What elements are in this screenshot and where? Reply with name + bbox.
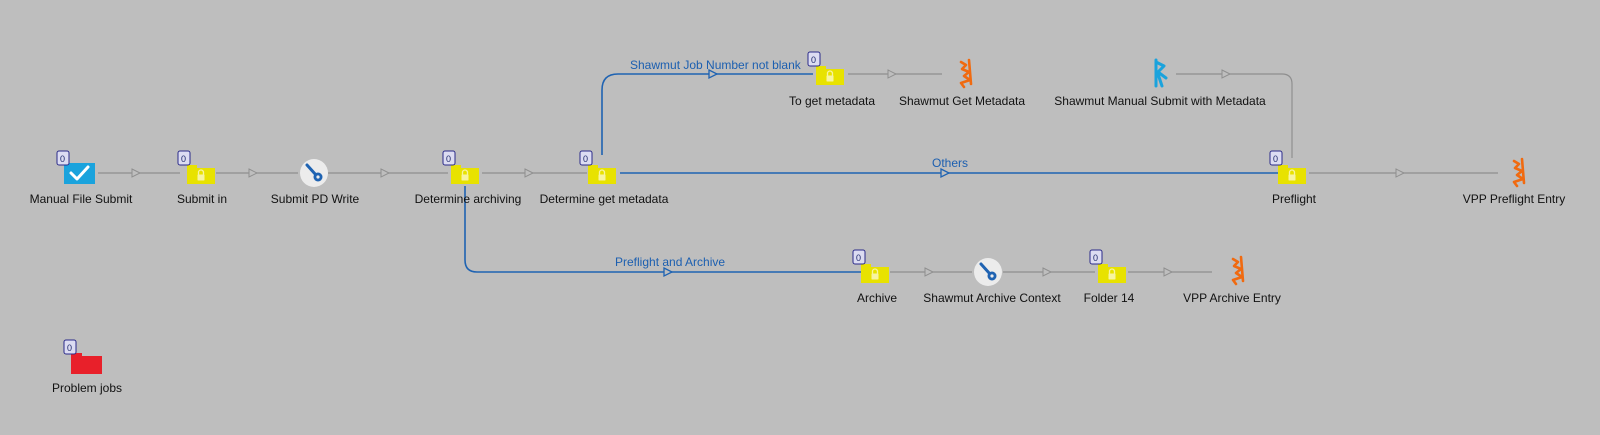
count-badge: 0 [1269,150,1283,166]
svg-text:0: 0 [811,55,816,65]
connection-pd-write-to-determine-archiving[interactable] [328,168,448,178]
orange-app-icon [1231,255,1245,286]
locked-folder-icon [186,164,216,185]
locked-folder-icon [815,65,845,86]
connection-job-number-not-blank[interactable]: Shawmut Job Number not blank [601,58,813,155]
node-label: Manual File Submit [30,192,133,206]
connection-label-preflight-archive: Preflight and Archive [615,255,725,269]
count-badge: 0 [579,150,593,166]
script-config-icon [972,256,1004,288]
svg-text:0: 0 [1273,154,1278,164]
node-folder-14[interactable]: 0 Folder 14 [1084,249,1135,305]
svg-text:0: 0 [60,154,65,164]
node-label: Shawmut Archive Context [923,291,1061,305]
script-config-icon [298,157,330,189]
node-vpp-preflight-entry[interactable]: VPP Preflight Entry [1463,157,1566,206]
count-badge: 0 [1089,249,1103,265]
node-preflight[interactable]: 0 Preflight [1269,150,1317,206]
node-label: Submit in [177,192,227,206]
node-label: Shawmut Manual Submit with Metadata [1054,94,1266,108]
node-label: Determine get metadata [540,192,669,206]
count-badge: 0 [177,150,191,166]
svg-text:0: 0 [181,154,186,164]
connection-archive-to-context[interactable] [890,267,972,277]
problem-folder-icon [71,353,102,374]
node-archive[interactable]: 0 Archive [852,249,897,305]
svg-text:0: 0 [446,154,451,164]
node-label: Archive [857,291,897,305]
connection-archiving-to-get-metadata[interactable] [482,168,587,178]
connection-to-get-metadata-to-shawmut[interactable] [848,69,942,79]
svg-text:0: 0 [856,253,861,263]
connection-preflight-and-archive[interactable]: Preflight and Archive [464,186,862,277]
locked-folder-icon [1097,263,1127,284]
connection-context-to-folder14[interactable] [1003,267,1095,277]
node-label: Problem jobs [52,381,122,395]
blue-app-icon [1154,58,1168,88]
connection-preflight-to-vpp[interactable] [1309,168,1498,178]
locked-folder-icon [587,164,617,185]
node-determine-get-metadata[interactable]: 0 Determine get metadata [540,150,669,206]
node-submit-in[interactable]: 0 Submit in [177,150,227,206]
svg-text:0: 0 [67,343,72,353]
count-badge: 0 [63,339,77,355]
orange-app-icon [1512,157,1526,188]
svg-text:0: 0 [1093,253,1098,263]
connection-label-others: Others [932,156,968,170]
locked-folder-icon [450,164,480,185]
orange-app-icon [959,58,973,89]
svg-text:0: 0 [583,154,588,164]
connection-others[interactable]: Others [620,156,1290,178]
node-label: Submit PD Write [271,192,360,206]
connection-label-job-number: Shawmut Job Number not blank [630,58,802,72]
connection-manual-to-submit-in[interactable] [98,168,180,178]
node-manual-file-submit[interactable]: 0 Manual File Submit [30,150,133,206]
checkbox-submit-icon [64,163,95,184]
node-shawmut-get-metadata[interactable]: Shawmut Get Metadata [899,58,1025,108]
node-label: Determine archiving [415,192,522,206]
connection-submit-in-to-pd-write[interactable] [216,168,298,178]
count-badge: 0 [852,249,866,265]
node-determine-archiving[interactable]: 0 Determine archiving [415,150,522,206]
node-label: Folder 14 [1084,291,1135,305]
count-badge: 0 [56,150,70,166]
locked-folder-icon [1277,164,1307,185]
locked-folder-icon [860,263,890,284]
connection-manual-submit-to-preflight[interactable] [1176,69,1293,158]
node-label: VPP Preflight Entry [1463,192,1566,206]
node-to-get-metadata[interactable]: 0 To get metadata [789,51,875,108]
count-badge: 0 [442,150,456,166]
node-shawmut-archive-context[interactable]: Shawmut Archive Context [923,256,1061,305]
node-problem-jobs[interactable]: 0 Problem jobs [52,339,122,395]
node-submit-pd-write[interactable]: Submit PD Write [271,157,360,206]
connection-folder14-to-vpp-archive[interactable] [1128,267,1212,277]
node-vpp-archive-entry[interactable]: VPP Archive Entry [1183,255,1281,305]
node-label: To get metadata [789,94,875,108]
node-label: Preflight [1272,192,1317,206]
node-label: Shawmut Get Metadata [899,94,1025,108]
node-shawmut-manual-submit-with-metadata[interactable]: Shawmut Manual Submit with Metadata [1054,58,1266,108]
count-badge: 0 [807,51,821,67]
node-label: VPP Archive Entry [1183,291,1281,305]
